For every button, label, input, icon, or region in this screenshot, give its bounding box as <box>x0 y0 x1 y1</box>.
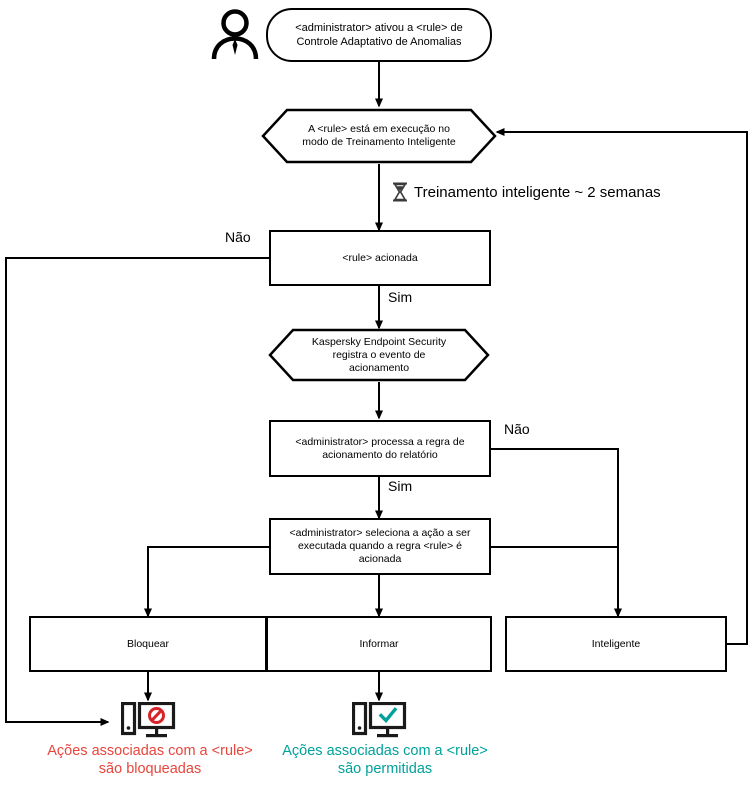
edge-label-no-triggered-text: Não <box>225 229 251 245</box>
hexagon-shape <box>261 108 497 164</box>
edge-label-yes-triggered-text: Sim <box>388 289 413 305</box>
smart-training-duration: Treinamento inteligente ~ 2 semanas <box>392 182 661 202</box>
smart-training-duration-label: Treinamento inteligente ~ 2 semanas <box>414 183 661 201</box>
node-admin-selects-label: <administrator> seleciona a ação a ser e… <box>289 527 471 565</box>
node-rule-triggered: <rule> acionada <box>269 230 491 286</box>
person-icon <box>207 6 263 62</box>
outcome-allowed-line1: Ações associadas com a <rule> <box>282 743 488 759</box>
node-admin-selects: <administrator> seleciona a ação a ser e… <box>269 518 491 575</box>
hourglass-icon <box>392 182 408 202</box>
monitor-blocked-icon <box>120 701 176 740</box>
node-inform: Informar <box>266 616 492 672</box>
outcome-blocked-line1: Ações associadas com a <rule> <box>47 743 253 759</box>
edge-label-yes-triggered: Sim <box>388 289 412 305</box>
edge-label-yes-processed: Sim <box>388 478 412 494</box>
node-kes-registers-label: Kaspersky Endpoint Security registra o e… <box>311 335 447 374</box>
outcome-blocked-caption: Ações associadas com a <rule> são bloque… <box>0 742 300 778</box>
outcome-blocked-line2: são bloqueadas <box>98 761 202 777</box>
node-rule-triggered-label: <rule> acionada <box>342 251 418 264</box>
node-start: <administrator> ativou a <rule> de Contr… <box>266 8 492 62</box>
hexagon-shape <box>268 328 490 382</box>
node-smart: Inteligente <box>505 616 727 672</box>
edge-label-no-processed-text: Não <box>504 421 530 437</box>
node-block: Bloquear <box>29 616 267 672</box>
monitor-allowed-icon <box>351 701 407 740</box>
node-block-label: Bloquear <box>126 637 170 650</box>
edge-label-yes-processed-text: Sim <box>388 478 413 494</box>
outcome-allowed-caption: Ações associadas com a <rule> são permit… <box>245 742 525 778</box>
outcome-allowed-line2: são permitidas <box>337 761 433 777</box>
edge-label-no-processed: Não <box>504 421 530 437</box>
node-smart-label: Inteligente <box>591 637 641 650</box>
node-inform-label: Informar <box>359 637 399 650</box>
node-kes-registers: Kaspersky Endpoint Security registra o e… <box>268 328 490 382</box>
node-start-label: <administrator> ativou a <rule> de Contr… <box>295 22 463 48</box>
node-smart-training: A <rule> está em execução no modo de Tre… <box>261 108 497 164</box>
node-admin-processes-label: <administrator> processa a regra de acio… <box>295 435 465 461</box>
node-admin-processes: <administrator> processa a regra de acio… <box>269 420 491 477</box>
edge-label-no-triggered: Não <box>225 229 251 245</box>
node-smart-training-label: A <rule> está em execução no modo de Tre… <box>302 123 456 148</box>
